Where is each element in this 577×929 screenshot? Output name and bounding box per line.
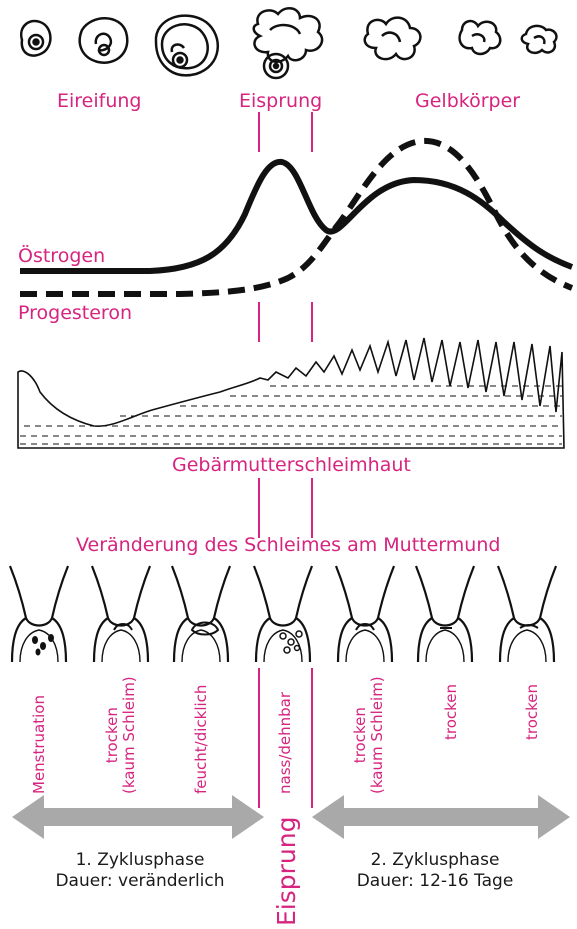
label-mucus-title: Veränderung des Schleimes am Muttermund (76, 536, 500, 555)
cervix-icon-dry-3 (416, 566, 474, 662)
ovulation-vertical-label: Eisprung (272, 817, 301, 926)
mucus-state-dry-1: trocken (kaum Schleim) (104, 676, 137, 794)
phase2-duration: Dauer: 12-16 Tage (335, 871, 535, 892)
mucus-state-dry-3: trocken (443, 684, 460, 740)
phase2-block: 2. Zyklusphase Dauer: 12-16 Tage (335, 850, 535, 893)
mucus-state-menstruation: Menstruation (31, 695, 48, 794)
phase2-title: 2. Zyklusphase (335, 850, 535, 871)
label-eireifung: Eireifung (57, 92, 141, 111)
follicle-icon-1 (21, 21, 50, 56)
follicle-icon-2 (80, 18, 128, 62)
phase1-duration: Dauer: veränderlich (40, 871, 240, 892)
follicle-icon-3 (156, 16, 218, 76)
endometrium-illustration (18, 338, 564, 448)
corpus-luteum-icon-1 (365, 18, 421, 60)
cervix-icon-dry-2 (336, 566, 394, 662)
corpus-luteum-icon-2 (460, 21, 501, 54)
mucus-state-dry-2: trocken (kaum Schleim) (352, 676, 385, 794)
cervix-icon-dry-4 (498, 566, 556, 662)
mucus-state-dry-4: trocken (524, 684, 541, 740)
cervix-icon-dry-1 (92, 566, 150, 662)
phase2-arrow (312, 795, 570, 839)
mucus-state-wet: nass/dehnbar (277, 692, 294, 794)
label-progesteron: Progesteron (18, 304, 132, 323)
cervix-icon-menstruation (10, 566, 68, 662)
label-endometrium: Gebärmutterschleimhaut (172, 456, 411, 475)
phase1-arrow (12, 795, 264, 839)
cervix-icon-moist (172, 566, 230, 662)
label-eisprung: Eisprung (239, 92, 322, 111)
mucus-state-moist: feucht/dicklich (193, 685, 210, 794)
phase1-title: 1. Zyklusphase (40, 850, 240, 871)
phase1-block: 1. Zyklusphase Dauer: veränderlich (40, 850, 240, 893)
cervix-icon-wet (254, 566, 312, 662)
label-gelbkoerper: Gelbkörper (415, 92, 520, 111)
corpus-albicans-icon (522, 26, 557, 53)
label-oestrogen: Östrogen (18, 247, 105, 266)
ruptured-follicle-icon (254, 8, 322, 78)
